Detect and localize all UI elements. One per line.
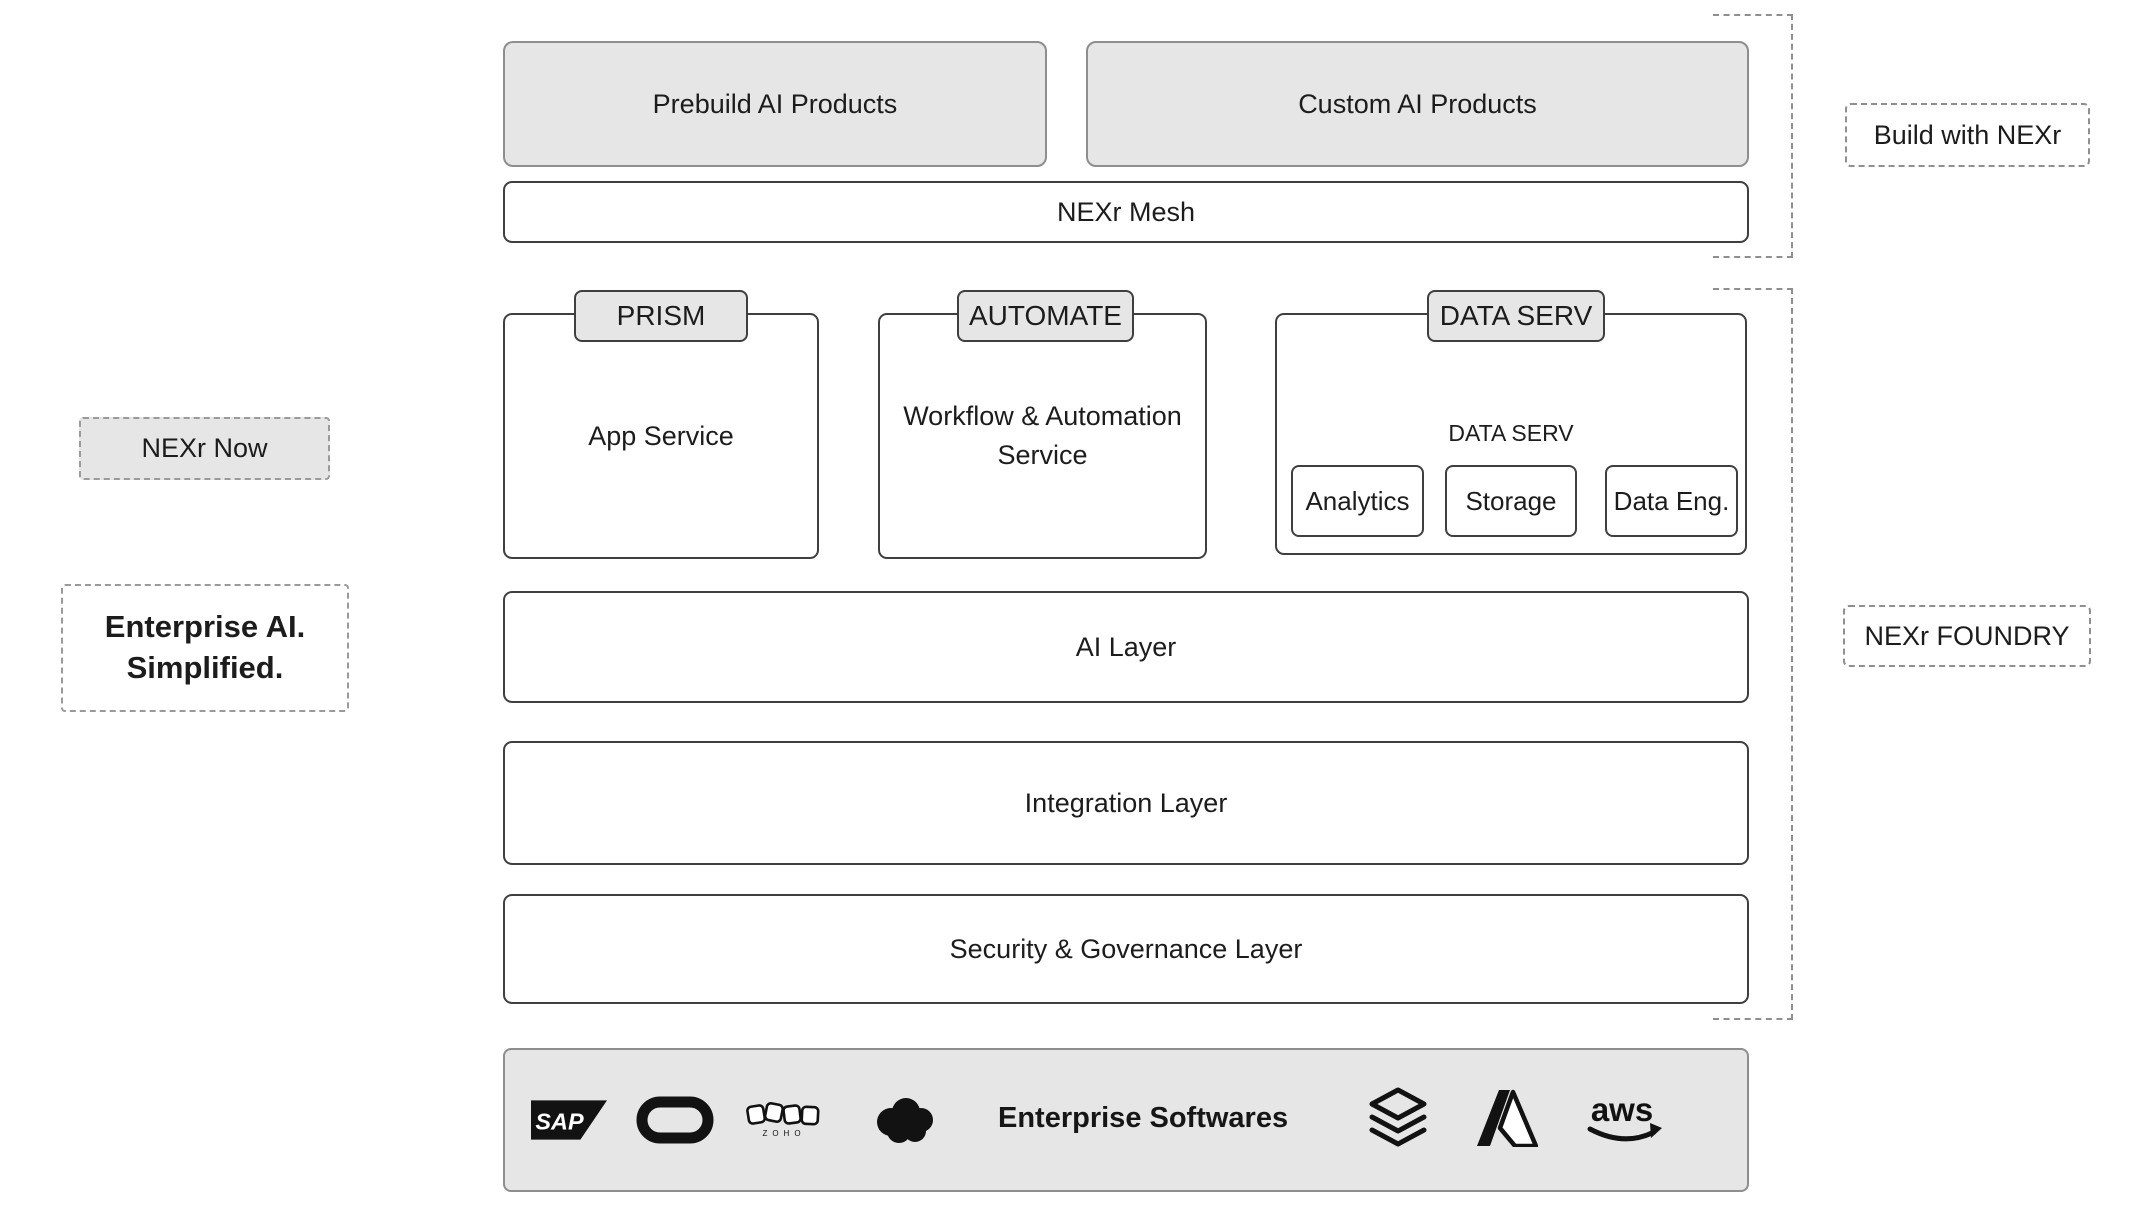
dataserv-chip-data-eng: Data Eng.: [1605, 465, 1738, 537]
ai-layer-bar: AI Layer: [503, 591, 1749, 703]
databricks-icon: [1366, 1086, 1430, 1152]
integration-layer-label: Integration Layer: [1024, 787, 1228, 818]
salesforce-icon: [869, 1094, 943, 1148]
nexr-now-callout: NEXr Now: [79, 417, 330, 480]
prism-tab-label: PRISM: [616, 300, 706, 331]
data-eng-label: Data Eng.: [1613, 485, 1730, 516]
tagline-line1: Enterprise AI.: [104, 609, 306, 645]
integration-layer-bar: Integration Layer: [503, 741, 1749, 865]
nexr-mesh-label: NEXr Mesh: [1056, 196, 1196, 227]
nexr-now-label: NEXr Now: [141, 433, 268, 463]
prebuild-ai-products-label: Prebuild AI Products: [652, 88, 898, 119]
automate-box: Workflow & Automation Service: [878, 313, 1207, 559]
automate-tab-label: AUTOMATE: [969, 300, 1122, 331]
automate-body-label: Workflow & Automation Service: [903, 400, 1182, 470]
security-governance-layer-bar: Security & Governance Layer: [503, 894, 1749, 1004]
enterprise-softwares-label: Enterprise Softwares: [998, 1101, 1289, 1134]
dataserv-chip-analytics: Analytics: [1291, 465, 1424, 537]
tagline-text: Enterprise AI. Simplified.: [105, 607, 305, 689]
build-with-nexr-bracket: [1713, 14, 1793, 258]
dataserv-inner-title: DATA SERV: [1448, 420, 1574, 446]
tagline-callout: Enterprise AI. Simplified.: [61, 584, 349, 712]
zoho-logo-text: ZOHO: [762, 1129, 805, 1138]
build-with-nexr-label: Build with NEXr: [1873, 119, 2062, 150]
dataserv-chip-storage: Storage: [1445, 465, 1577, 537]
prebuild-ai-products-box: Prebuild AI Products: [503, 41, 1047, 167]
zoho-icon: ZOHO: [745, 1100, 823, 1142]
tagline-line2: Simplified.: [126, 650, 284, 685]
analytics-label: Analytics: [1305, 485, 1410, 516]
security-governance-layer-label: Security & Governance Layer: [949, 933, 1303, 964]
nexr-foundry-callout: NEXr FOUNDRY: [1843, 605, 2091, 667]
ai-layer-label: AI Layer: [1075, 631, 1177, 662]
dataserv-tab-label: DATA SERV: [1439, 300, 1593, 331]
automate-tab: AUTOMATE: [957, 290, 1134, 342]
nexr-foundry-bracket: [1713, 288, 1793, 1020]
sap-logo-text: SAP: [535, 1109, 584, 1135]
sap-icon: SAP: [531, 1100, 607, 1140]
oracle-icon: [636, 1096, 714, 1144]
custom-ai-products-box: Custom AI Products: [1086, 41, 1749, 167]
azure-icon: [1476, 1089, 1538, 1147]
prism-box: App Service: [503, 313, 819, 559]
aws-logo-text: aws: [1591, 1092, 1653, 1128]
nexr-foundry-label: NEXr FOUNDRY: [1864, 620, 2070, 651]
prism-body-label: App Service: [588, 420, 734, 451]
dataserv-tab: DATA SERV: [1427, 290, 1605, 342]
prism-tab: PRISM: [574, 290, 748, 342]
storage-label: Storage: [1465, 485, 1557, 516]
custom-ai-products-label: Custom AI Products: [1298, 88, 1537, 119]
nexr-mesh-bar: NEXr Mesh: [503, 181, 1749, 243]
build-with-nexr-callout: Build with NEXr: [1845, 103, 2090, 167]
aws-icon: aws: [1584, 1092, 1664, 1146]
